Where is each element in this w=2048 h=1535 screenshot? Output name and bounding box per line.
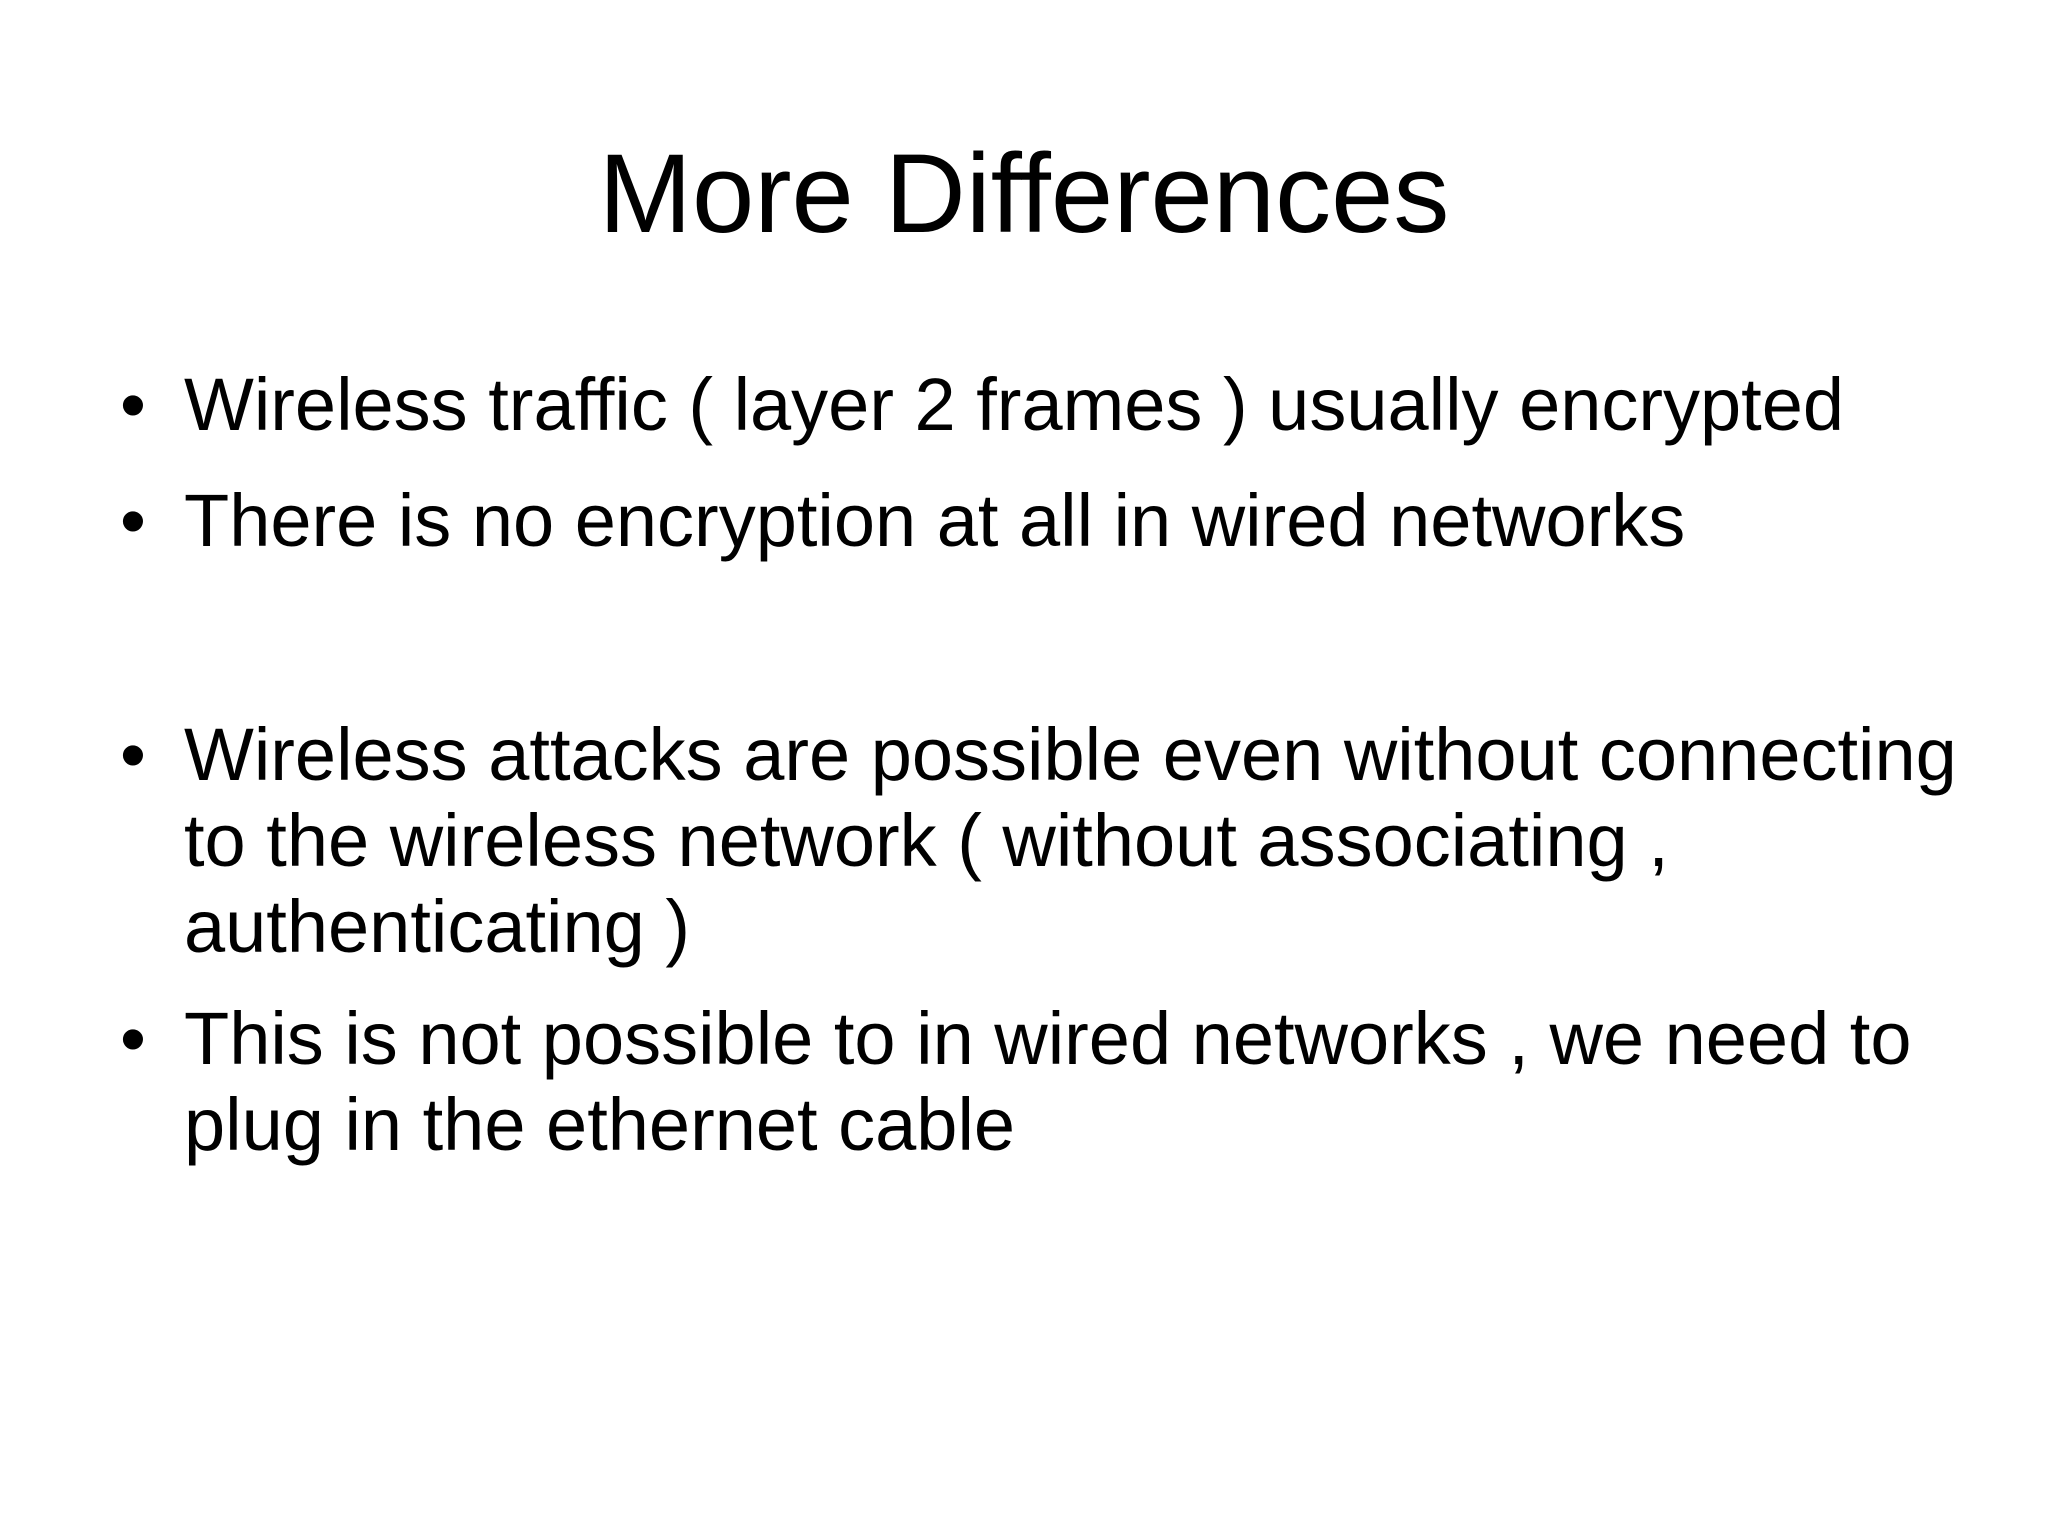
bullet-dot-icon: • <box>120 713 146 796</box>
bullet-item: • Wireless attacks are possible even wit… <box>120 712 1960 970</box>
bullet-item: • There is no encryption at all in wired… <box>120 478 1960 564</box>
bullet-item: • Wireless traffic ( layer 2 frames ) us… <box>120 362 1960 448</box>
bullet-item: • This is not possible to in wired netwo… <box>120 996 1960 1168</box>
bullet-text: There is no encryption at all in wired n… <box>184 479 1686 562</box>
bullet-dot-icon: • <box>120 479 146 562</box>
bullet-dot-icon: • <box>120 363 146 446</box>
bullet-dot-icon: • <box>120 997 146 1080</box>
bullet-text: Wireless attacks are possible even witho… <box>184 713 1957 968</box>
bullet-text: This is not possible to in wired network… <box>184 997 1912 1166</box>
slide-title: More Differences <box>598 131 1450 256</box>
bullet-text: Wireless traffic ( layer 2 frames ) usua… <box>184 363 1845 446</box>
